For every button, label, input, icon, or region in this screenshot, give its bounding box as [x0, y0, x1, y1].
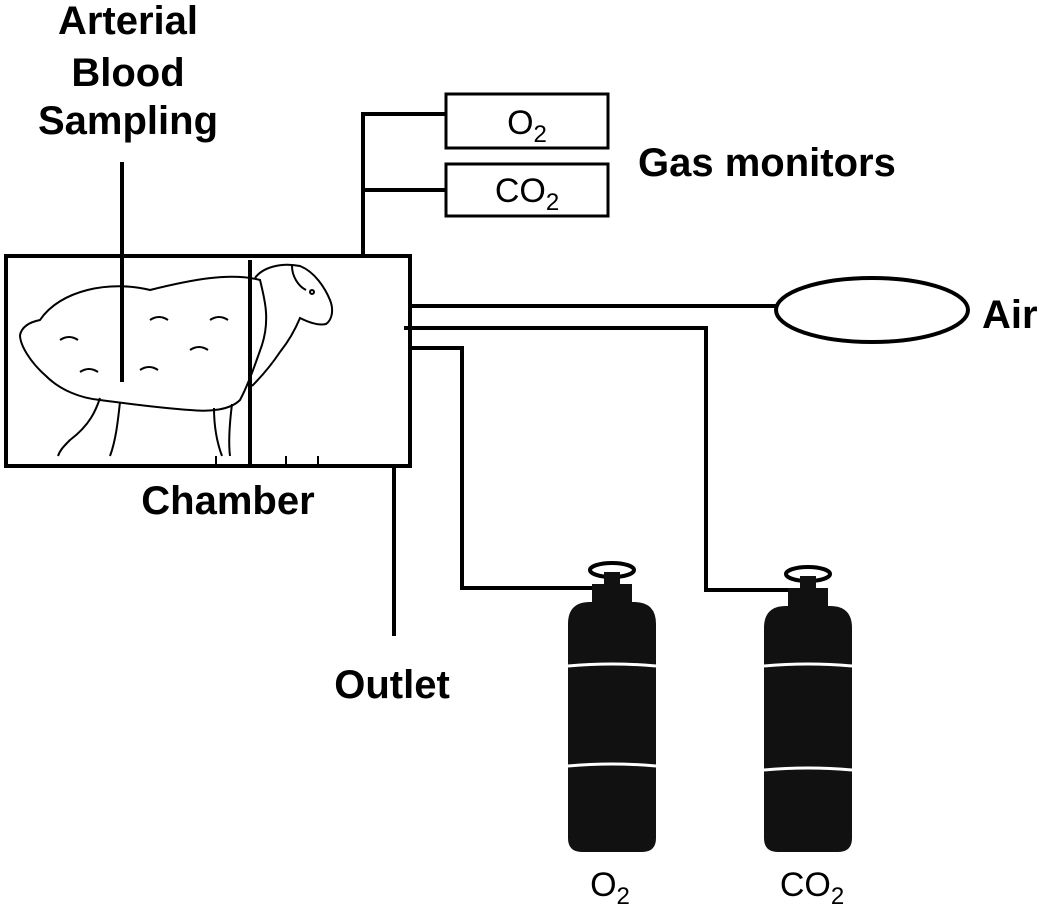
chamber-floor-ticks [215, 456, 319, 466]
co2-monitor-label: CO2 [495, 172, 559, 216]
co2-cylinder-icon [763, 565, 853, 852]
chamber-label: Chamber [141, 479, 314, 523]
air-bag-icon [774, 276, 970, 344]
o2-monitor-label: O2 [507, 104, 547, 148]
co2-monitor-box [444, 162, 610, 218]
monitor-o2-line [361, 112, 446, 256]
outlet-label: Outlet [334, 663, 450, 707]
o2-cylinder-label: O2 [590, 866, 630, 906]
co2-supply-line [404, 326, 790, 592]
sheep-icon [18, 263, 334, 457]
arterial-label-line2: Blood [71, 51, 184, 95]
arterial-label-line3: Sampling [38, 99, 218, 143]
gas-monitors-label: Gas monitors [638, 141, 896, 185]
chamber-box [4, 254, 412, 468]
arterial-label-line1: Arterial [58, 0, 198, 43]
o2-monitor-box [444, 92, 610, 150]
o2-supply-line [412, 346, 592, 590]
air-label: Air [982, 293, 1038, 337]
o2-cylinder-icon [567, 561, 657, 852]
co2-cylinder-label: CO2 [780, 866, 844, 906]
